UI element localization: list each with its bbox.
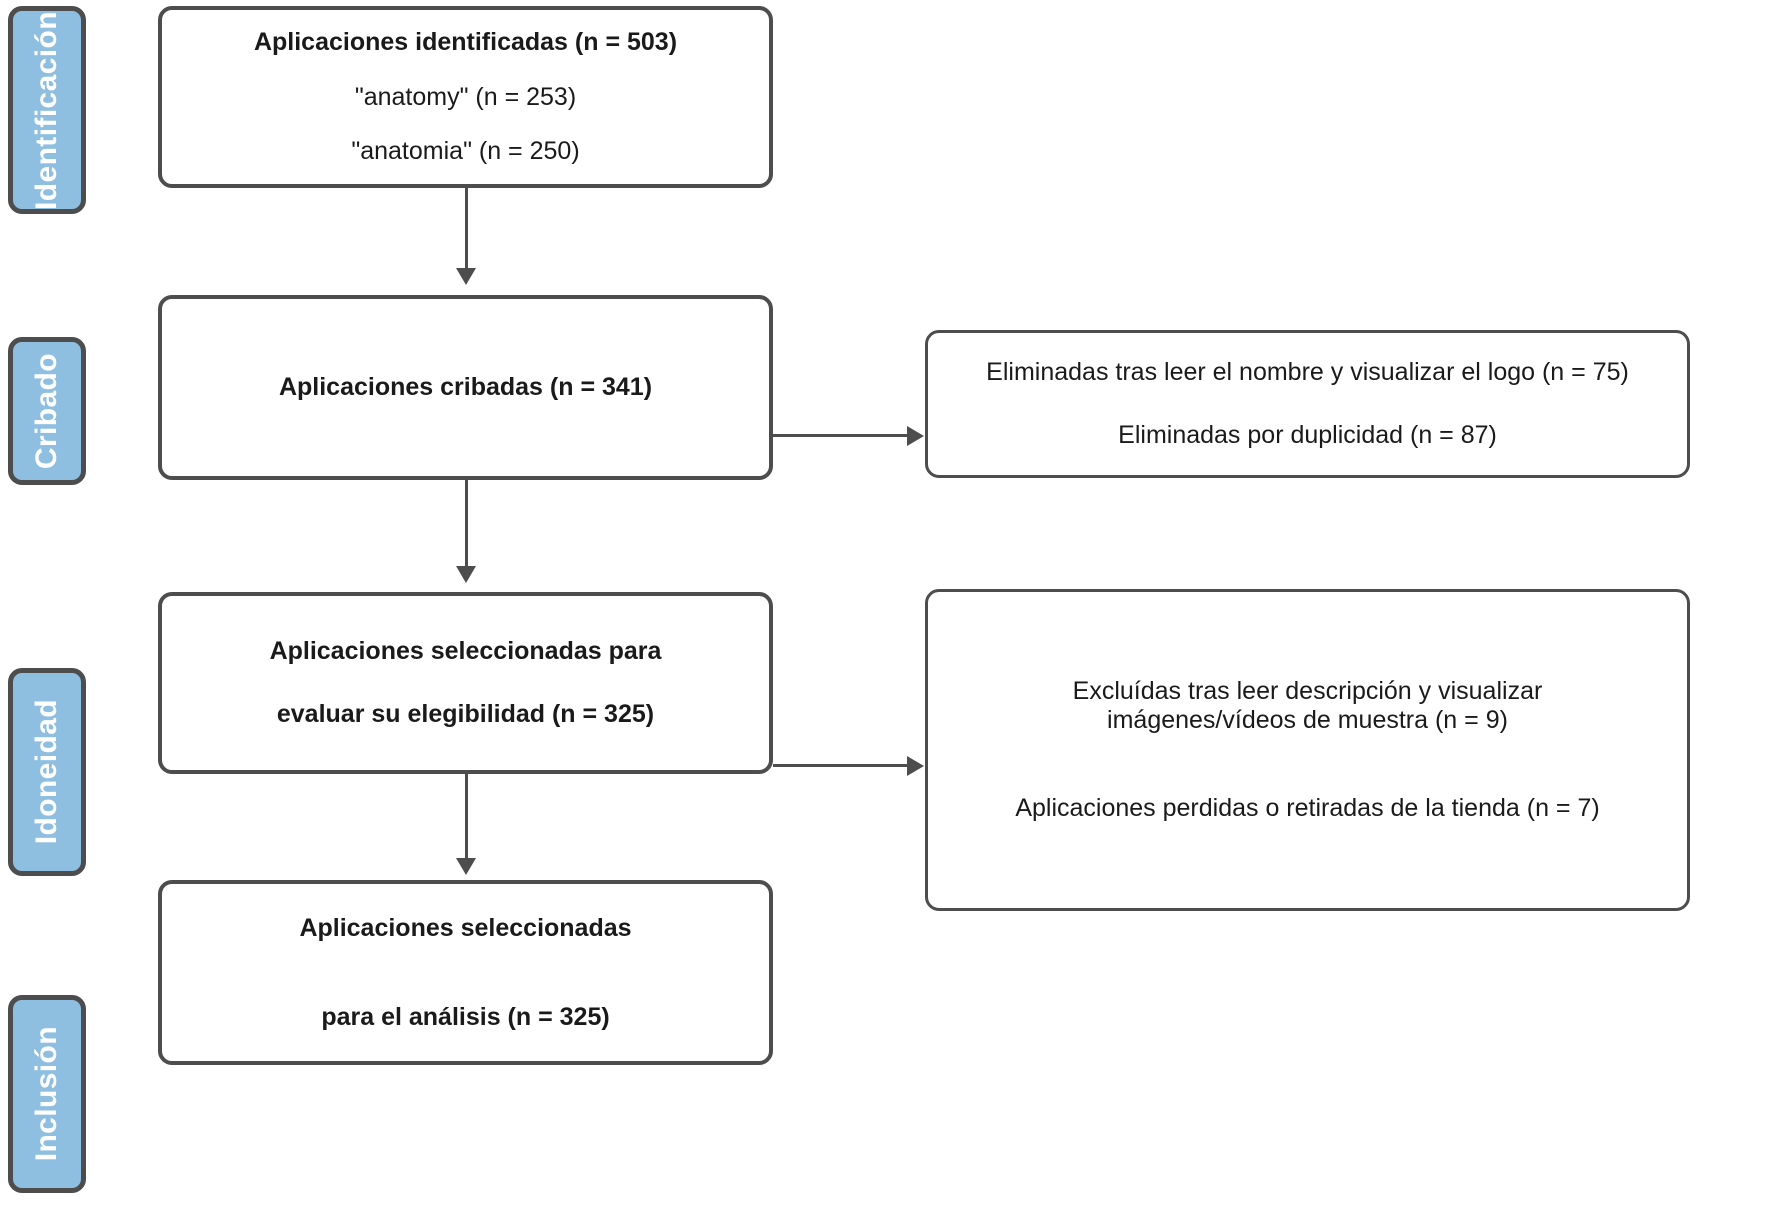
flow-box-line: Aplicaciones seleccionadas para (269, 637, 662, 666)
stage-tab-label: Identificación (30, 10, 63, 210)
connector-screened-to-eligibility (465, 480, 468, 568)
flow-box-included: Aplicaciones seleccionadas para el análi… (158, 880, 773, 1065)
flow-box-line: evaluar su elegibilidad (n = 325) (276, 700, 655, 728)
stage-tab-cribado: Cribado (8, 337, 86, 485)
exclusion-box-line: Excluídas tras leer descripción y visual… (1072, 676, 1543, 734)
exclusion-box-line: Eliminadas por duplicidad (n = 87) (1118, 421, 1497, 449)
arrowhead-right-icon (907, 426, 924, 446)
exclusion-box-line: Aplicaciones perdidas o retiradas de la … (1015, 794, 1600, 823)
exclusion-box-eligibility: Excluídas tras leer descripción y visual… (925, 589, 1690, 911)
flow-box-line: "anatomia" (n = 250) (351, 137, 580, 166)
flow-box-line: "anatomy" (n = 253) (354, 82, 577, 111)
arrowhead-down-icon (456, 566, 476, 583)
flow-box-line: Aplicaciones cribadas (n = 341) (278, 373, 653, 402)
flow-box-line: para el análisis (n = 325) (321, 1002, 610, 1031)
stage-tab-label: Idoneidad (30, 699, 63, 845)
arrowhead-down-icon (456, 858, 476, 875)
arrowhead-right-icon (907, 756, 924, 776)
flow-box-eligibility: Aplicaciones seleccionadas para evaluar … (158, 592, 773, 774)
connector-screened-to-exclusions (773, 434, 913, 437)
stage-tab-idoneidad: Idoneidad (8, 668, 86, 876)
exclusion-box-line: Eliminadas tras leer el nombre y visuali… (986, 358, 1629, 387)
stage-tab-label: Cribado (30, 352, 63, 470)
arrowhead-down-icon (456, 268, 476, 285)
flow-box-screened: Aplicaciones cribadas (n = 341) (158, 295, 773, 480)
exclusion-box-screening: Eliminadas tras leer el nombre y visuali… (925, 330, 1690, 478)
flow-box-line: Aplicaciones identificadas (n = 503) (253, 27, 678, 56)
connector-eligibility-to-exclusions (773, 764, 913, 767)
connector-identified-to-screened (465, 188, 468, 270)
stage-tab-identificacion: Identificación (8, 6, 86, 214)
flow-box-identified: Aplicaciones identificadas (n = 503) "an… (158, 6, 773, 188)
flow-box-line: Aplicaciones seleccionadas (299, 913, 632, 942)
stage-tab-label: Inclusión (30, 1026, 63, 1162)
stage-tab-inclusion: Inclusión (8, 995, 86, 1193)
connector-eligibility-to-included (465, 774, 468, 860)
